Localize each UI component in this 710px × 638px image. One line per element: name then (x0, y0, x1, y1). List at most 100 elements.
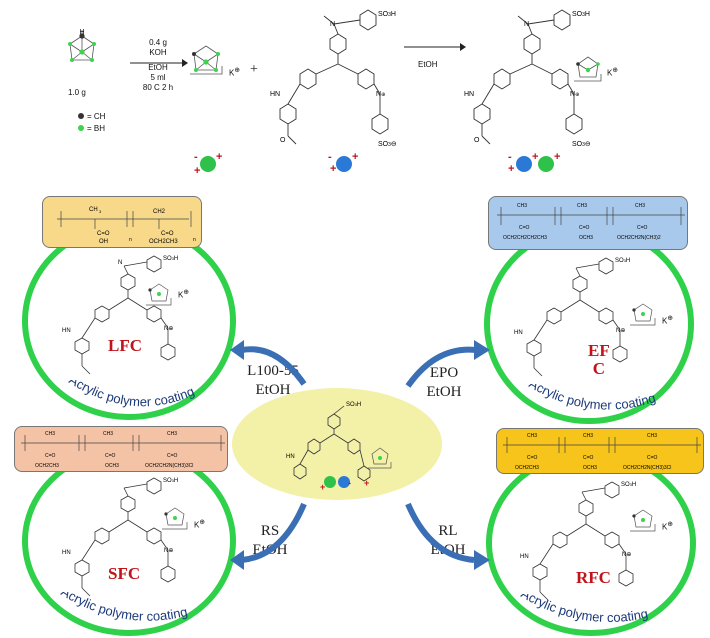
svg-text:+: + (554, 151, 560, 163)
svg-text:OCH3: OCH3 (105, 463, 119, 469)
svg-text:CH3: CH3 (517, 203, 527, 209)
svg-text:N⊕: N⊕ (622, 552, 631, 558)
svg-text:SO3H: SO3H (378, 11, 396, 18)
svg-text:HN: HN (62, 328, 71, 334)
svg-text:Acrylic polymer coating: Acrylic polymer coating (59, 592, 189, 624)
svg-text:n: n (193, 237, 196, 243)
svg-text:C=O: C=O (519, 225, 530, 231)
anion-marker-icon: - ++ (194, 151, 222, 177)
svg-text:N: N (330, 21, 335, 28)
svg-text:CH3: CH3 (45, 431, 55, 437)
k-plus-lfc: K⊕ (178, 289, 189, 300)
reaction-arrow-1 (130, 59, 188, 67)
center-ion-pair-ellipse (232, 388, 442, 500)
svg-text:C=O: C=O (105, 453, 116, 459)
carborane-icon-efc (630, 303, 656, 326)
svg-text:+: + (352, 151, 358, 163)
svg-text:Acrylic polymer coating: Acrylic polymer coating (66, 380, 196, 409)
svg-text:SO3H: SO3H (163, 478, 178, 484)
dye-structure-sfc: SO3H N⊕ HN (62, 477, 178, 597)
svg-text:C=O: C=O (647, 455, 658, 461)
reaction-arrow-2 (404, 43, 466, 51)
svg-text:O: O (474, 137, 480, 144)
svg-text:OCH2CH3: OCH2CH3 (149, 239, 178, 245)
svg-text:SO3H: SO3H (615, 258, 630, 264)
svg-text:N⊕: N⊕ (616, 328, 625, 334)
svg-text:CH3: CH3 (167, 431, 177, 437)
reaction-conditions: 0.4 g KOH EtOH 5 ml 80 C 2 h (142, 38, 174, 92)
svg-text:H: H (79, 29, 84, 36)
svg-text:CH3: CH3 (635, 203, 645, 209)
ring-text-sfc: Acrylic polymer coating (59, 592, 189, 624)
reagent-mass: 1.0 g (68, 88, 86, 97)
dye-structure-rfc: SO3H N⊕ HN (520, 481, 636, 601)
curved-arrow-to-rfc (405, 502, 490, 570)
svg-text:O: O (280, 137, 286, 144)
curved-arrow-to-efc (405, 340, 490, 388)
solvent-label: EtOH (418, 60, 438, 69)
k-plus-label-2: K⊕ (607, 67, 618, 78)
svg-text:C=O: C=O (579, 225, 590, 231)
svg-text:CH3: CH3 (527, 433, 537, 439)
svg-text:OCH2CH2N(CH3)3Cl: OCH2CH2N(CH3)3Cl (623, 465, 671, 471)
nido-carborane-icon (190, 45, 223, 75)
svg-text:HN: HN (514, 330, 523, 336)
svg-text:CH3: CH3 (583, 433, 593, 439)
svg-text:N⊕: N⊕ (164, 548, 173, 554)
carborane-icon-rfc (630, 509, 656, 532)
center-carborane-icon (368, 447, 392, 469)
svg-text:HN: HN (286, 454, 295, 460)
carborane-icon-lfc (146, 283, 172, 306)
svg-text:OCH2CH3: OCH2CH3 (35, 463, 59, 469)
k-plus-sfc: K⊕ (194, 519, 205, 530)
svg-text:Acrylic polymer coating: Acrylic polymer coating (519, 594, 650, 625)
ring-text-lfc: Acrylic polymer coating (66, 380, 196, 409)
svg-text:CH: CH (89, 207, 98, 213)
svg-text:+: + (364, 478, 369, 488)
svg-text:OCH2CH2N(CH3)3Cl: OCH2CH2N(CH3)3Cl (145, 463, 193, 469)
svg-text:+: + (320, 482, 325, 492)
svg-text:N⊕: N⊕ (376, 91, 385, 98)
svg-text:+: + (194, 165, 200, 177)
svg-text:+: + (532, 151, 538, 163)
legend-ch: = CH (78, 112, 138, 122)
svg-text:CH2: CH2 (153, 209, 166, 215)
svg-text:C=O: C=O (527, 455, 538, 461)
svg-text:C=O: C=O (167, 453, 178, 459)
svg-text:HN: HN (520, 554, 529, 560)
svg-text:+: + (508, 163, 514, 175)
carborane-icon: H (68, 29, 96, 62)
dye-molecule-structure: SO3H N N⊕ HN SO3⊖ O (270, 9, 397, 148)
cation-marker-icon: + +- (328, 151, 358, 175)
legend-bh: = BH (78, 124, 138, 134)
dye-structure-lfc: SO3H N N⊕ HN (62, 255, 178, 375)
ring-text-rfc: Acrylic polymer coating (519, 594, 650, 625)
svg-text:OCH3: OCH3 (583, 465, 597, 471)
ring-text-efc: Acrylic polymer coating (527, 384, 658, 413)
ion-pair-marker-icon: ++ +- (508, 151, 560, 175)
svg-text:HN: HN (62, 550, 71, 556)
label-sfc: SFC (108, 564, 141, 583)
svg-text:C=O: C=O (45, 453, 56, 459)
svg-text:OH: OH (99, 239, 108, 245)
svg-text:+: + (330, 163, 336, 175)
curved-arrow-to-sfc (230, 502, 307, 570)
svg-text:CH3: CH3 (647, 433, 657, 439)
plus-sign: + (250, 62, 258, 77)
dye-structure-efc: SO3H N⊕ HN (514, 257, 630, 377)
center-molecule-structure: SO3H HN + - + (286, 402, 371, 492)
svg-text:CH3: CH3 (577, 203, 587, 209)
svg-text:OCH2CH2CH2CH3: OCH2CH2CH2CH3 (503, 235, 547, 241)
svg-text:-: - (348, 478, 351, 488)
svg-text:C=O: C=O (583, 455, 594, 461)
svg-text:-: - (508, 151, 512, 163)
svg-text:+: + (216, 151, 222, 163)
